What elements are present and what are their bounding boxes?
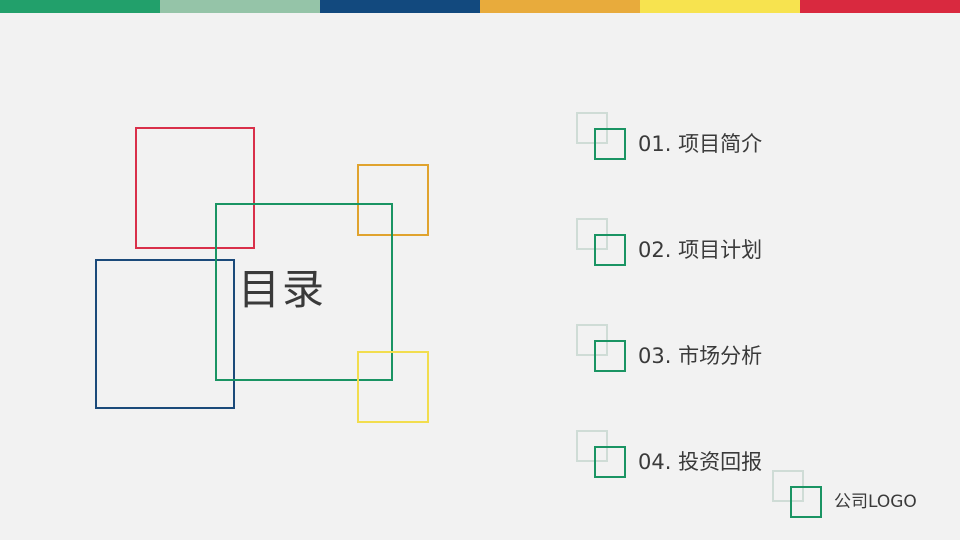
page-title: 目录 [238, 265, 327, 314]
decorative-square-green [215, 203, 393, 381]
decorative-square-navy [95, 259, 235, 409]
topbar-segment-navy [320, 0, 480, 13]
toc-item-label: 02. 项目计划 [638, 238, 763, 262]
topbar-segment-yellow [640, 0, 800, 13]
toc-item-01[interactable]: 01. 项目简介 [576, 100, 946, 206]
square-marker-front-icon [594, 128, 626, 160]
table-of-contents: 01. 项目简介 02. 项目计划 03. 市场分析 04. 投资回报 [576, 100, 946, 524]
company-logo-label: 公司LOGO [834, 492, 917, 512]
square-marker-front-icon [790, 486, 822, 518]
top-color-bar [0, 0, 960, 13]
topbar-segment-sage [160, 0, 320, 13]
square-marker-front-icon [594, 340, 626, 372]
toc-item-02[interactable]: 02. 项目计划 [576, 206, 946, 312]
topbar-segment-red [800, 0, 960, 13]
toc-item-03[interactable]: 03. 市场分析 [576, 312, 946, 418]
toc-item-label: 04. 投资回报 [638, 450, 763, 474]
topbar-segment-green [0, 0, 160, 13]
decorative-square-yellow [357, 351, 429, 423]
toc-item-label: 01. 项目简介 [638, 132, 763, 156]
square-marker-front-icon [594, 446, 626, 478]
decorative-square-red [135, 127, 255, 249]
company-logo: 公司LOGO [772, 470, 952, 532]
topbar-segment-orange [480, 0, 640, 13]
decorative-square-orange [357, 164, 429, 236]
toc-item-label: 03. 市场分析 [638, 344, 763, 368]
toc-item-04[interactable]: 04. 投资回报 [576, 418, 946, 524]
square-marker-front-icon [594, 234, 626, 266]
